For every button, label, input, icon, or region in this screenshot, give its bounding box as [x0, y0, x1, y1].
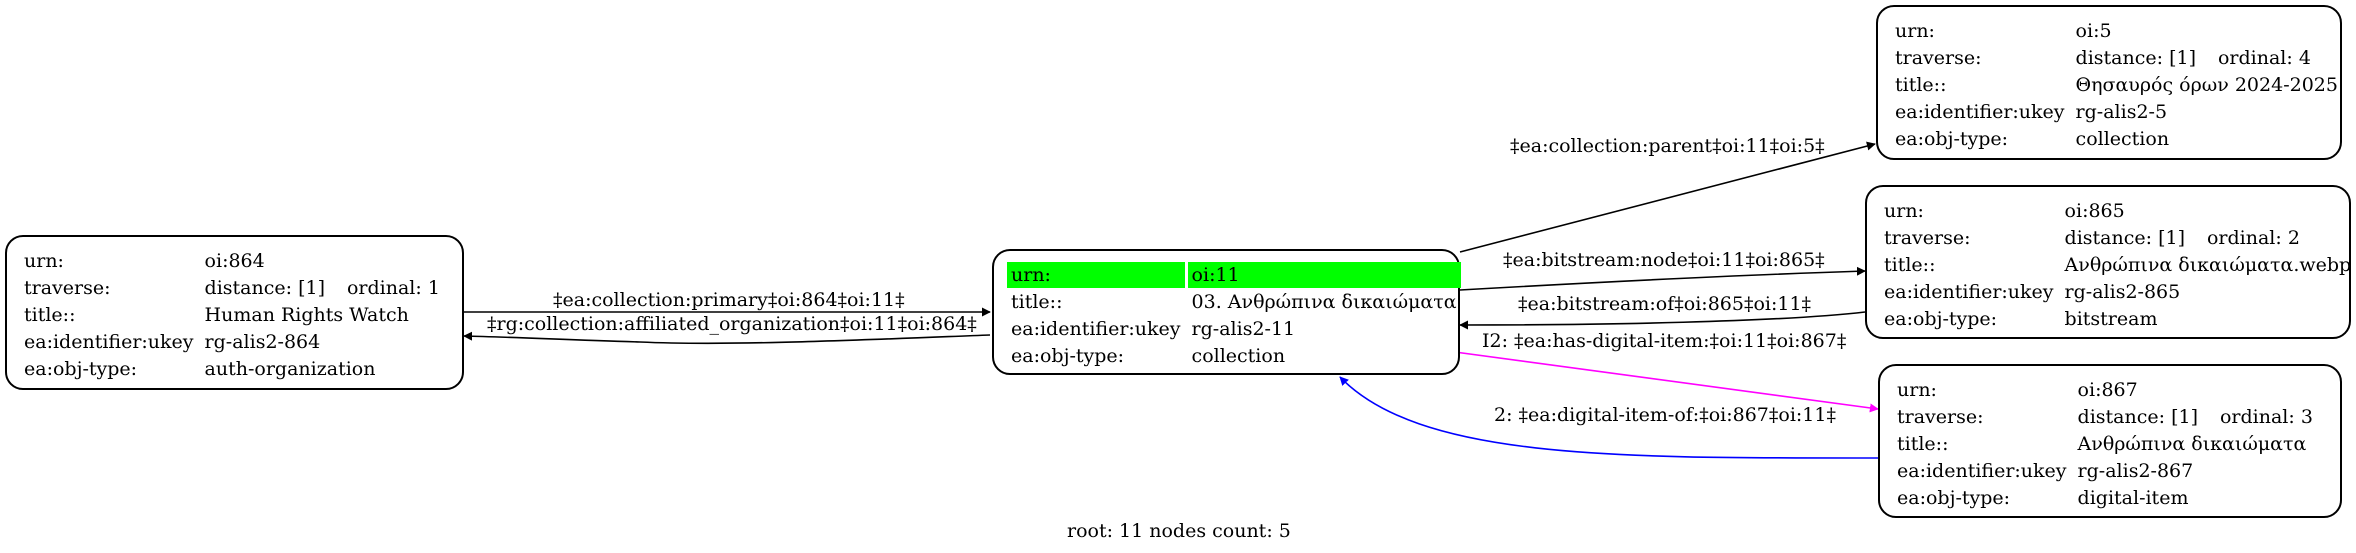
traverse-distance: distance: [1]	[2077, 406, 2198, 428]
node-oi-864: urn: oi:864 traverse: distance: [1] ordinal…	[5, 235, 464, 390]
traverse-ordinal: ordinal: 4	[2217, 47, 2311, 69]
edge-digital-item-of	[1339, 376, 1879, 459]
edge-has-digital-item	[1439, 349, 1879, 413]
row-value: distance: [1] ordinal: 1	[201, 275, 444, 301]
row-key: urn:	[1007, 262, 1185, 288]
row-value: Human Rights Watch	[204, 304, 409, 326]
traverse-distance: distance: [1]	[2064, 227, 2185, 249]
edge-label-affiliated: ‡rg:collection:affiliated_organization‡o…	[487, 313, 977, 335]
node-oi-864-table: urn: oi:864 traverse: distance: [1] ordinal…	[17, 247, 447, 383]
row-key: title::	[24, 304, 76, 326]
row-key: urn:	[1897, 379, 1937, 401]
node-oi-865-table: urn: oi:865 traverse: distance: [1] ordinal…	[1877, 197, 2356, 333]
row-value: digital-item	[2077, 487, 2189, 509]
edge-affiliated	[463, 331, 991, 345]
row-value: oi:11	[1187, 262, 1461, 288]
row-key: title::	[1895, 74, 1947, 96]
row-key: title::	[1884, 254, 1936, 276]
row-value: rg-alis2-864	[204, 331, 321, 353]
row-key: traverse:	[1897, 406, 1984, 428]
row-key: ea:identifier:ukey	[24, 331, 194, 353]
edge-label-bitstream-of: ‡ea:bitstream:of‡oi:865‡oi:11‡	[1518, 293, 1812, 315]
edge-label-parent: ‡ea:collection:parent‡oi:11‡oi:5‡	[1510, 135, 1825, 157]
edge-label-has-digital-item: I2: ‡ea:has-digital-item:‡oi:11‡oi:867‡	[1482, 330, 1847, 352]
row-key: ea:obj-type:	[1884, 308, 1998, 330]
edge-bitstream-node	[1459, 266, 1866, 291]
row-key: urn:	[1895, 20, 1935, 42]
row-key: title::	[1011, 291, 1063, 313]
row-value: distance: [1] ordinal: 2	[2061, 225, 2356, 251]
traverse-distance: distance: [1]	[204, 277, 325, 299]
row-value: oi:864	[204, 250, 265, 272]
row-value: oi:5	[2075, 20, 2112, 42]
row-key: ea:identifier:ukey	[1011, 318, 1181, 340]
row-value: oi:867	[2077, 379, 2138, 401]
row-key: ea:obj-type:	[1011, 345, 1125, 367]
row-value: rg-alis2-865	[2064, 281, 2181, 303]
row-value: oi:865	[2064, 200, 2125, 222]
node-oi-5-table: urn: oi:5 traverse: distance: [1] ordinal: …	[1888, 17, 2345, 153]
row-key: traverse:	[24, 277, 111, 299]
row-key: ea:identifier:ukey	[1897, 460, 2067, 482]
graph-footer: root: 11 nodes count: 5	[1067, 520, 1291, 542]
row-key: ea:obj-type:	[24, 358, 138, 380]
node-oi-5: urn: oi:5 traverse: distance: [1] ordinal: …	[1876, 5, 2342, 160]
row-value: rg-alis2-867	[2077, 460, 2194, 482]
traverse-distance: distance: [1]	[2075, 47, 2196, 69]
edge-bitstream-of	[1459, 311, 1866, 330]
node-oi-867-table: urn: oi:867 traverse: distance: [1] ordinal…	[1890, 376, 2320, 512]
traverse-ordinal: ordinal: 1	[346, 277, 440, 299]
row-value: 03. Ανθρώπινα δικαιώματα	[1191, 291, 1457, 313]
row-value: rg-alis2-11	[1191, 318, 1296, 340]
traverse-ordinal: ordinal: 3	[2219, 406, 2313, 428]
node-oi-867: urn: oi:867 traverse: distance: [1] ordinal…	[1878, 364, 2342, 518]
node-oi-11-table: urn:oi:11 title::03. Ανθρώπινα δικαιώματ…	[1004, 261, 1464, 370]
node-oi-11: urn:oi:11 title::03. Ανθρώπινα δικαιώματ…	[992, 249, 1461, 375]
row-key: urn:	[24, 250, 64, 272]
row-value: Ανθρώπινα δικαιώματα.webp	[2064, 254, 2352, 276]
row-key: ea:identifier:ukey	[1884, 281, 2054, 303]
row-key: traverse:	[1895, 47, 1982, 69]
row-value: distance: [1] ordinal: 4	[2072, 45, 2342, 71]
edge-label-bitstream-node: ‡ea:bitstream:node‡oi:11‡oi:865‡	[1503, 249, 1825, 271]
row-key: traverse:	[1884, 227, 1971, 249]
traverse-ordinal: ordinal: 2	[2206, 227, 2300, 249]
row-value: Θησαυρός όρων 2024-2025	[2075, 74, 2338, 96]
row-value: distance: [1] ordinal: 3	[2074, 404, 2317, 430]
row-key: ea:obj-type:	[1897, 487, 2011, 509]
row-value: collection	[1191, 345, 1286, 367]
node-oi-865: urn: oi:865 traverse: distance: [1] ordinal…	[1865, 185, 2351, 339]
edge-parent	[1459, 141, 1876, 253]
row-key: ea:obj-type:	[1895, 128, 2009, 150]
row-value: auth-organization	[204, 358, 376, 380]
edge-label-digital-item-of: 2: ‡ea:digital-item-of:‡oi:867‡oi:11‡	[1494, 404, 1836, 426]
row-value: collection	[2075, 128, 2170, 150]
row-key: urn:	[1884, 200, 1924, 222]
row-key: ea:identifier:ukey	[1895, 101, 2065, 123]
row-key: title::	[1897, 433, 1949, 455]
row-value: bitstream	[2064, 308, 2158, 330]
edge-label-primary: ‡ea:collection:primary‡oi:864‡oi:11‡	[553, 289, 905, 311]
row-value: Ανθρώπινα δικαιώματα	[2077, 433, 2307, 455]
row-value: rg-alis2-5	[2075, 101, 2168, 123]
